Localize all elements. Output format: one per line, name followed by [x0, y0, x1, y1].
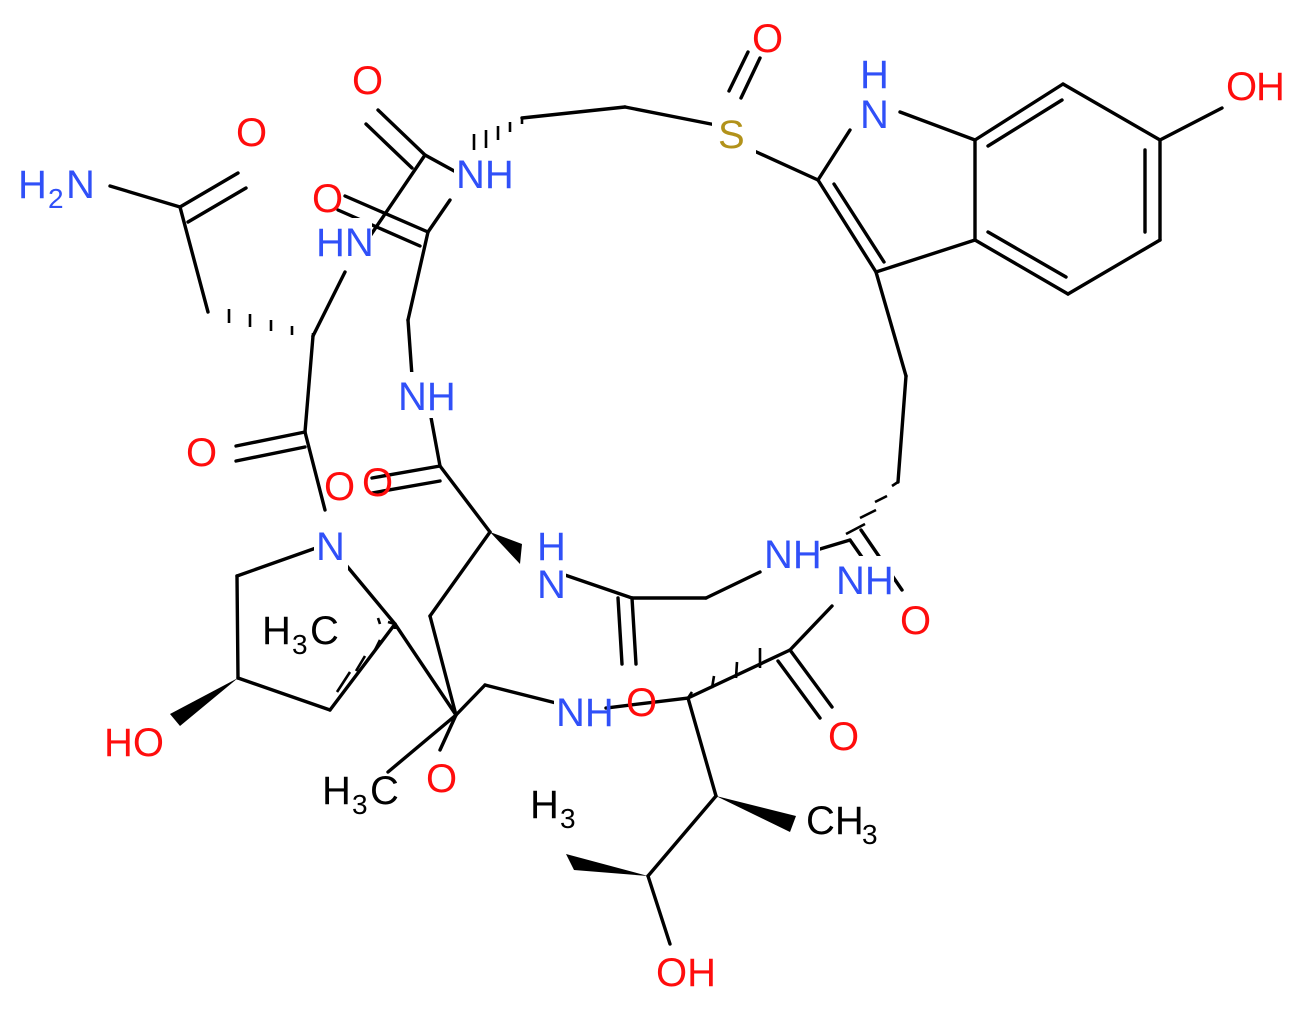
- amide-nh-1: NH: [456, 153, 514, 197]
- stereo-hashes: [227, 118, 899, 699]
- amide-nh-2: HN: [316, 221, 374, 265]
- amide-nh-4: N: [537, 563, 566, 607]
- carbonyl-oxygen-3: O: [236, 111, 267, 155]
- amide-nh-4-h: H: [537, 525, 566, 569]
- carbonyl-oxygen-5: O: [324, 465, 355, 509]
- atom-labels: S O H N O H O O O O O O O O O O NH HN NH…: [18, 17, 1285, 995]
- phenol-oxygen: O: [1226, 65, 1257, 109]
- proline-nitrogen: N: [316, 525, 345, 569]
- amide-nh-5: NH: [764, 533, 822, 577]
- carbonyl-oxygen-6: O: [362, 461, 393, 505]
- methyl-2-h: H: [322, 769, 351, 813]
- phenol-hydrogen: H: [1256, 65, 1285, 109]
- amine-subscript-2: 2: [48, 183, 64, 214]
- methyl-3-ch: CH: [806, 799, 864, 843]
- amide-nh-6: NH: [836, 559, 894, 603]
- sulfoxide-oxygen: O: [752, 17, 783, 61]
- amine-h: H: [18, 163, 47, 207]
- hydroxyl-bottom: OH: [656, 951, 716, 995]
- methyl-1-h: H: [262, 609, 291, 653]
- indole-h: H: [860, 53, 889, 97]
- indole-n: N: [860, 93, 889, 137]
- amine-n: N: [66, 163, 95, 207]
- methyl-4-subscript: 3: [560, 803, 576, 834]
- stereo-wedges: [170, 532, 796, 876]
- carbonyl-oxygen-2: O: [312, 177, 343, 221]
- carbonyl-oxygen-1: O: [352, 59, 383, 103]
- sulfur-atom: S: [718, 113, 745, 157]
- carbonyl-oxygen-8: O: [900, 599, 931, 643]
- methyl-2-subscript: 3: [352, 789, 368, 820]
- methyl-1-c: C: [310, 609, 339, 653]
- amide-nh-3: NH: [398, 375, 456, 419]
- carbonyl-oxygen-4: O: [186, 431, 217, 475]
- carbonyl-oxygen-9: O: [828, 715, 859, 759]
- amide-nh-7: NH: [556, 691, 614, 735]
- carbonyl-oxygen-7: O: [626, 681, 657, 725]
- methyl-1-subscript: 3: [292, 629, 308, 660]
- carbonyl-oxygen-10: O: [426, 757, 457, 801]
- methyl-2-c: C: [370, 769, 399, 813]
- hydroxyl-left: HO: [104, 721, 164, 765]
- methyl-3-subscript: 3: [862, 819, 878, 850]
- methyl-4-h: H: [530, 783, 559, 827]
- bonds: [108, 50, 1224, 946]
